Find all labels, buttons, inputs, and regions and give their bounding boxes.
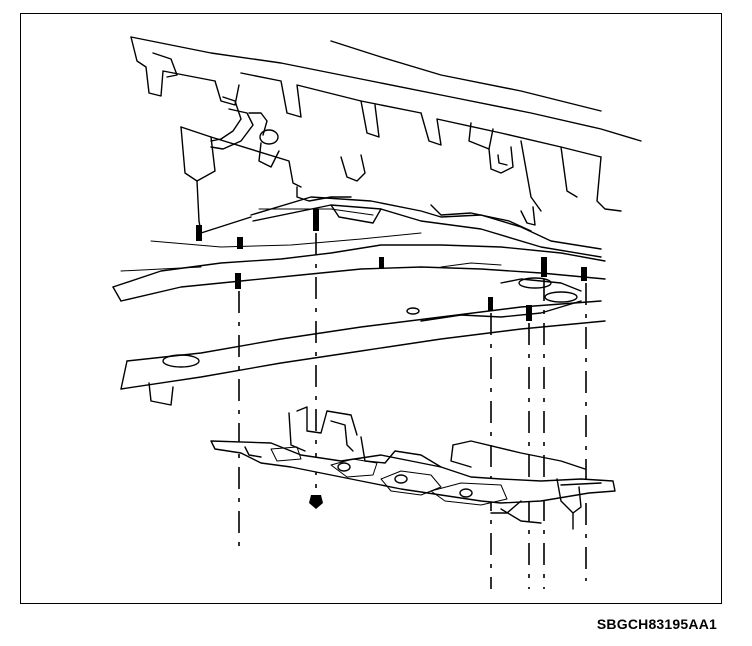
left-outboard-bracket (180, 126, 366, 234)
bolt (235, 273, 241, 289)
figure-code: SBGCH83195AA1 (596, 616, 717, 632)
bolt (488, 297, 493, 311)
bolt (541, 257, 547, 277)
bolt (313, 209, 319, 231)
crossmember (210, 406, 616, 530)
hose-bracket (210, 96, 280, 168)
bolt (379, 257, 384, 269)
frame-rail (112, 196, 606, 406)
bolt (237, 237, 243, 249)
bolt (581, 267, 587, 281)
bolts (196, 209, 587, 321)
frame-crossmember-diagram (112, 36, 642, 589)
diagram-frame (20, 13, 722, 604)
bolt (196, 225, 202, 241)
alignment-lines (238, 233, 587, 589)
bolt (526, 305, 532, 321)
upper-body-structure (130, 36, 642, 212)
